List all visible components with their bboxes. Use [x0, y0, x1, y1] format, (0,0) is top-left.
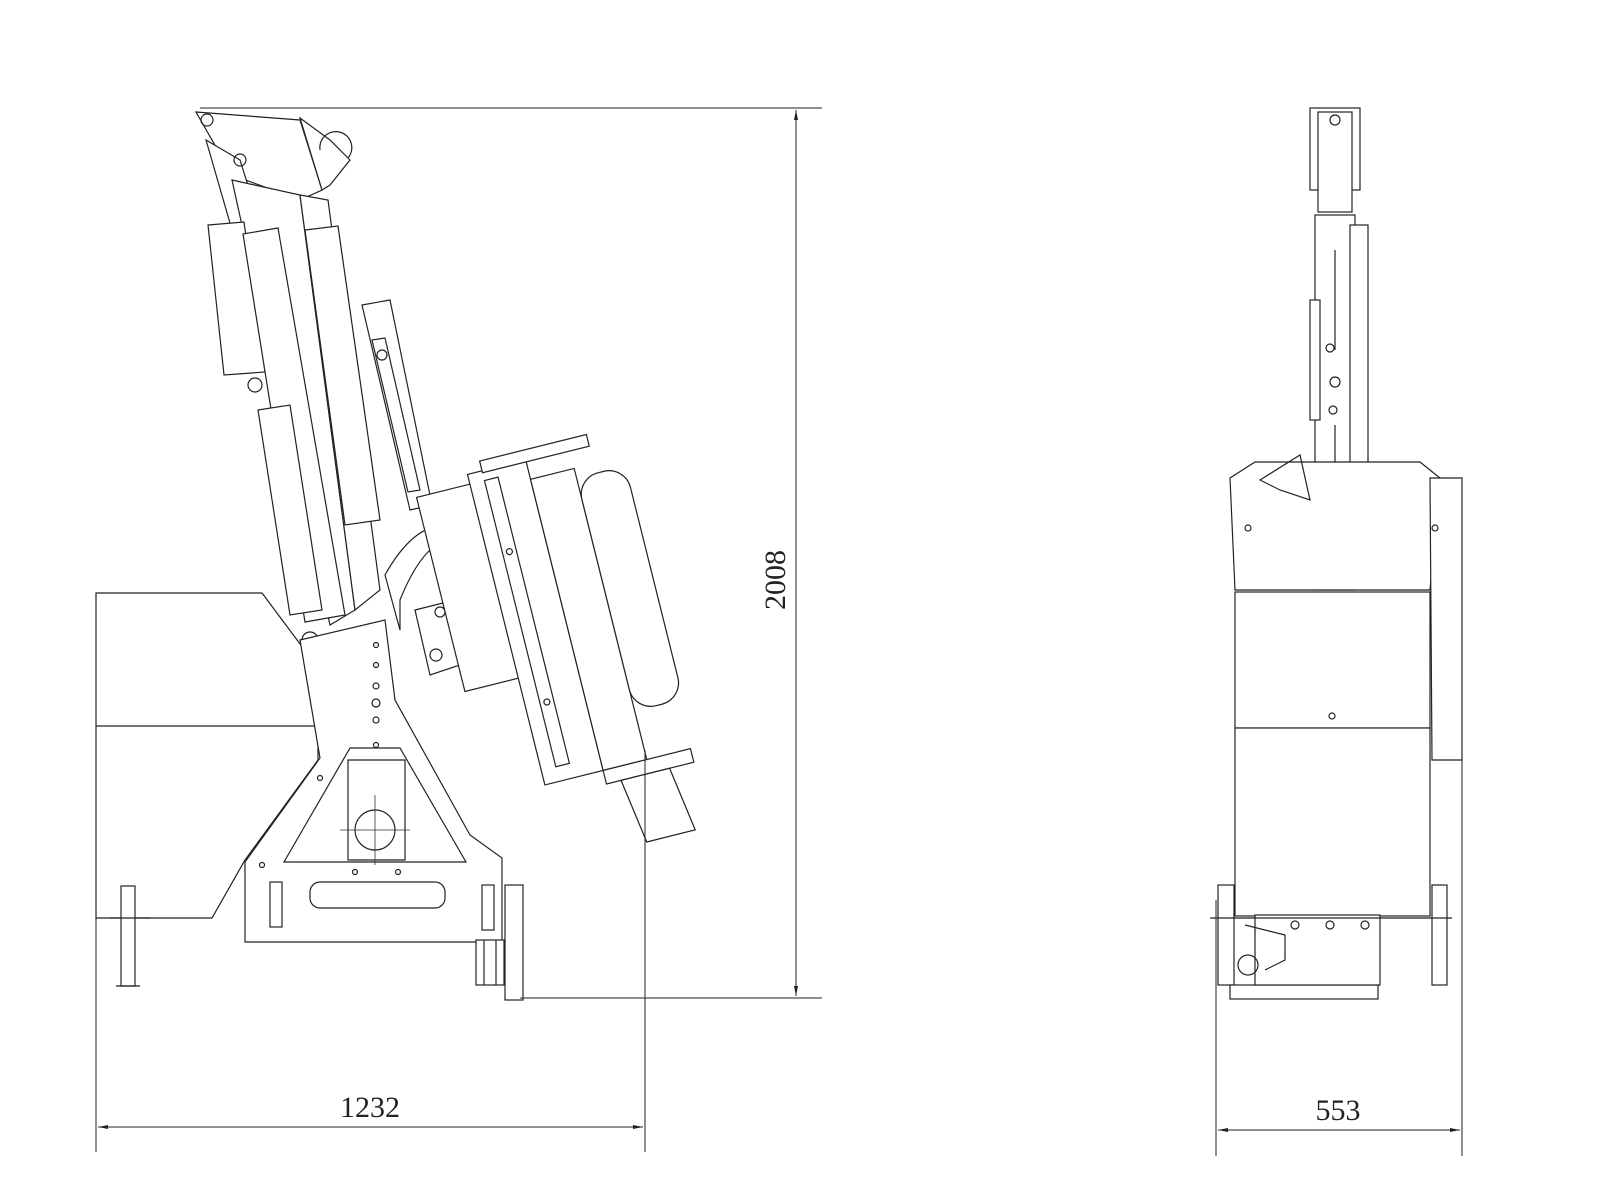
front-legs-base [1210, 884, 1452, 1000]
support-leg [110, 885, 150, 987]
boom-arm [194, 111, 433, 649]
front-width-dimension: 553 [1215, 760, 1463, 1156]
height-dimension-label: 2008 [759, 550, 792, 610]
height-dimension: 2008 [200, 107, 822, 999]
side-view [95, 111, 697, 1001]
mast [1309, 107, 1369, 591]
hopper [1229, 454, 1463, 917]
side-width-dimension: 1232 [95, 750, 646, 1152]
side-width-dimension-label: 1232 [340, 1091, 400, 1124]
planting-head [415, 433, 697, 843]
main-frame [244, 619, 524, 1001]
front-width-dimension-label: 553 [1316, 1094, 1361, 1127]
front-view [1210, 107, 1463, 1000]
